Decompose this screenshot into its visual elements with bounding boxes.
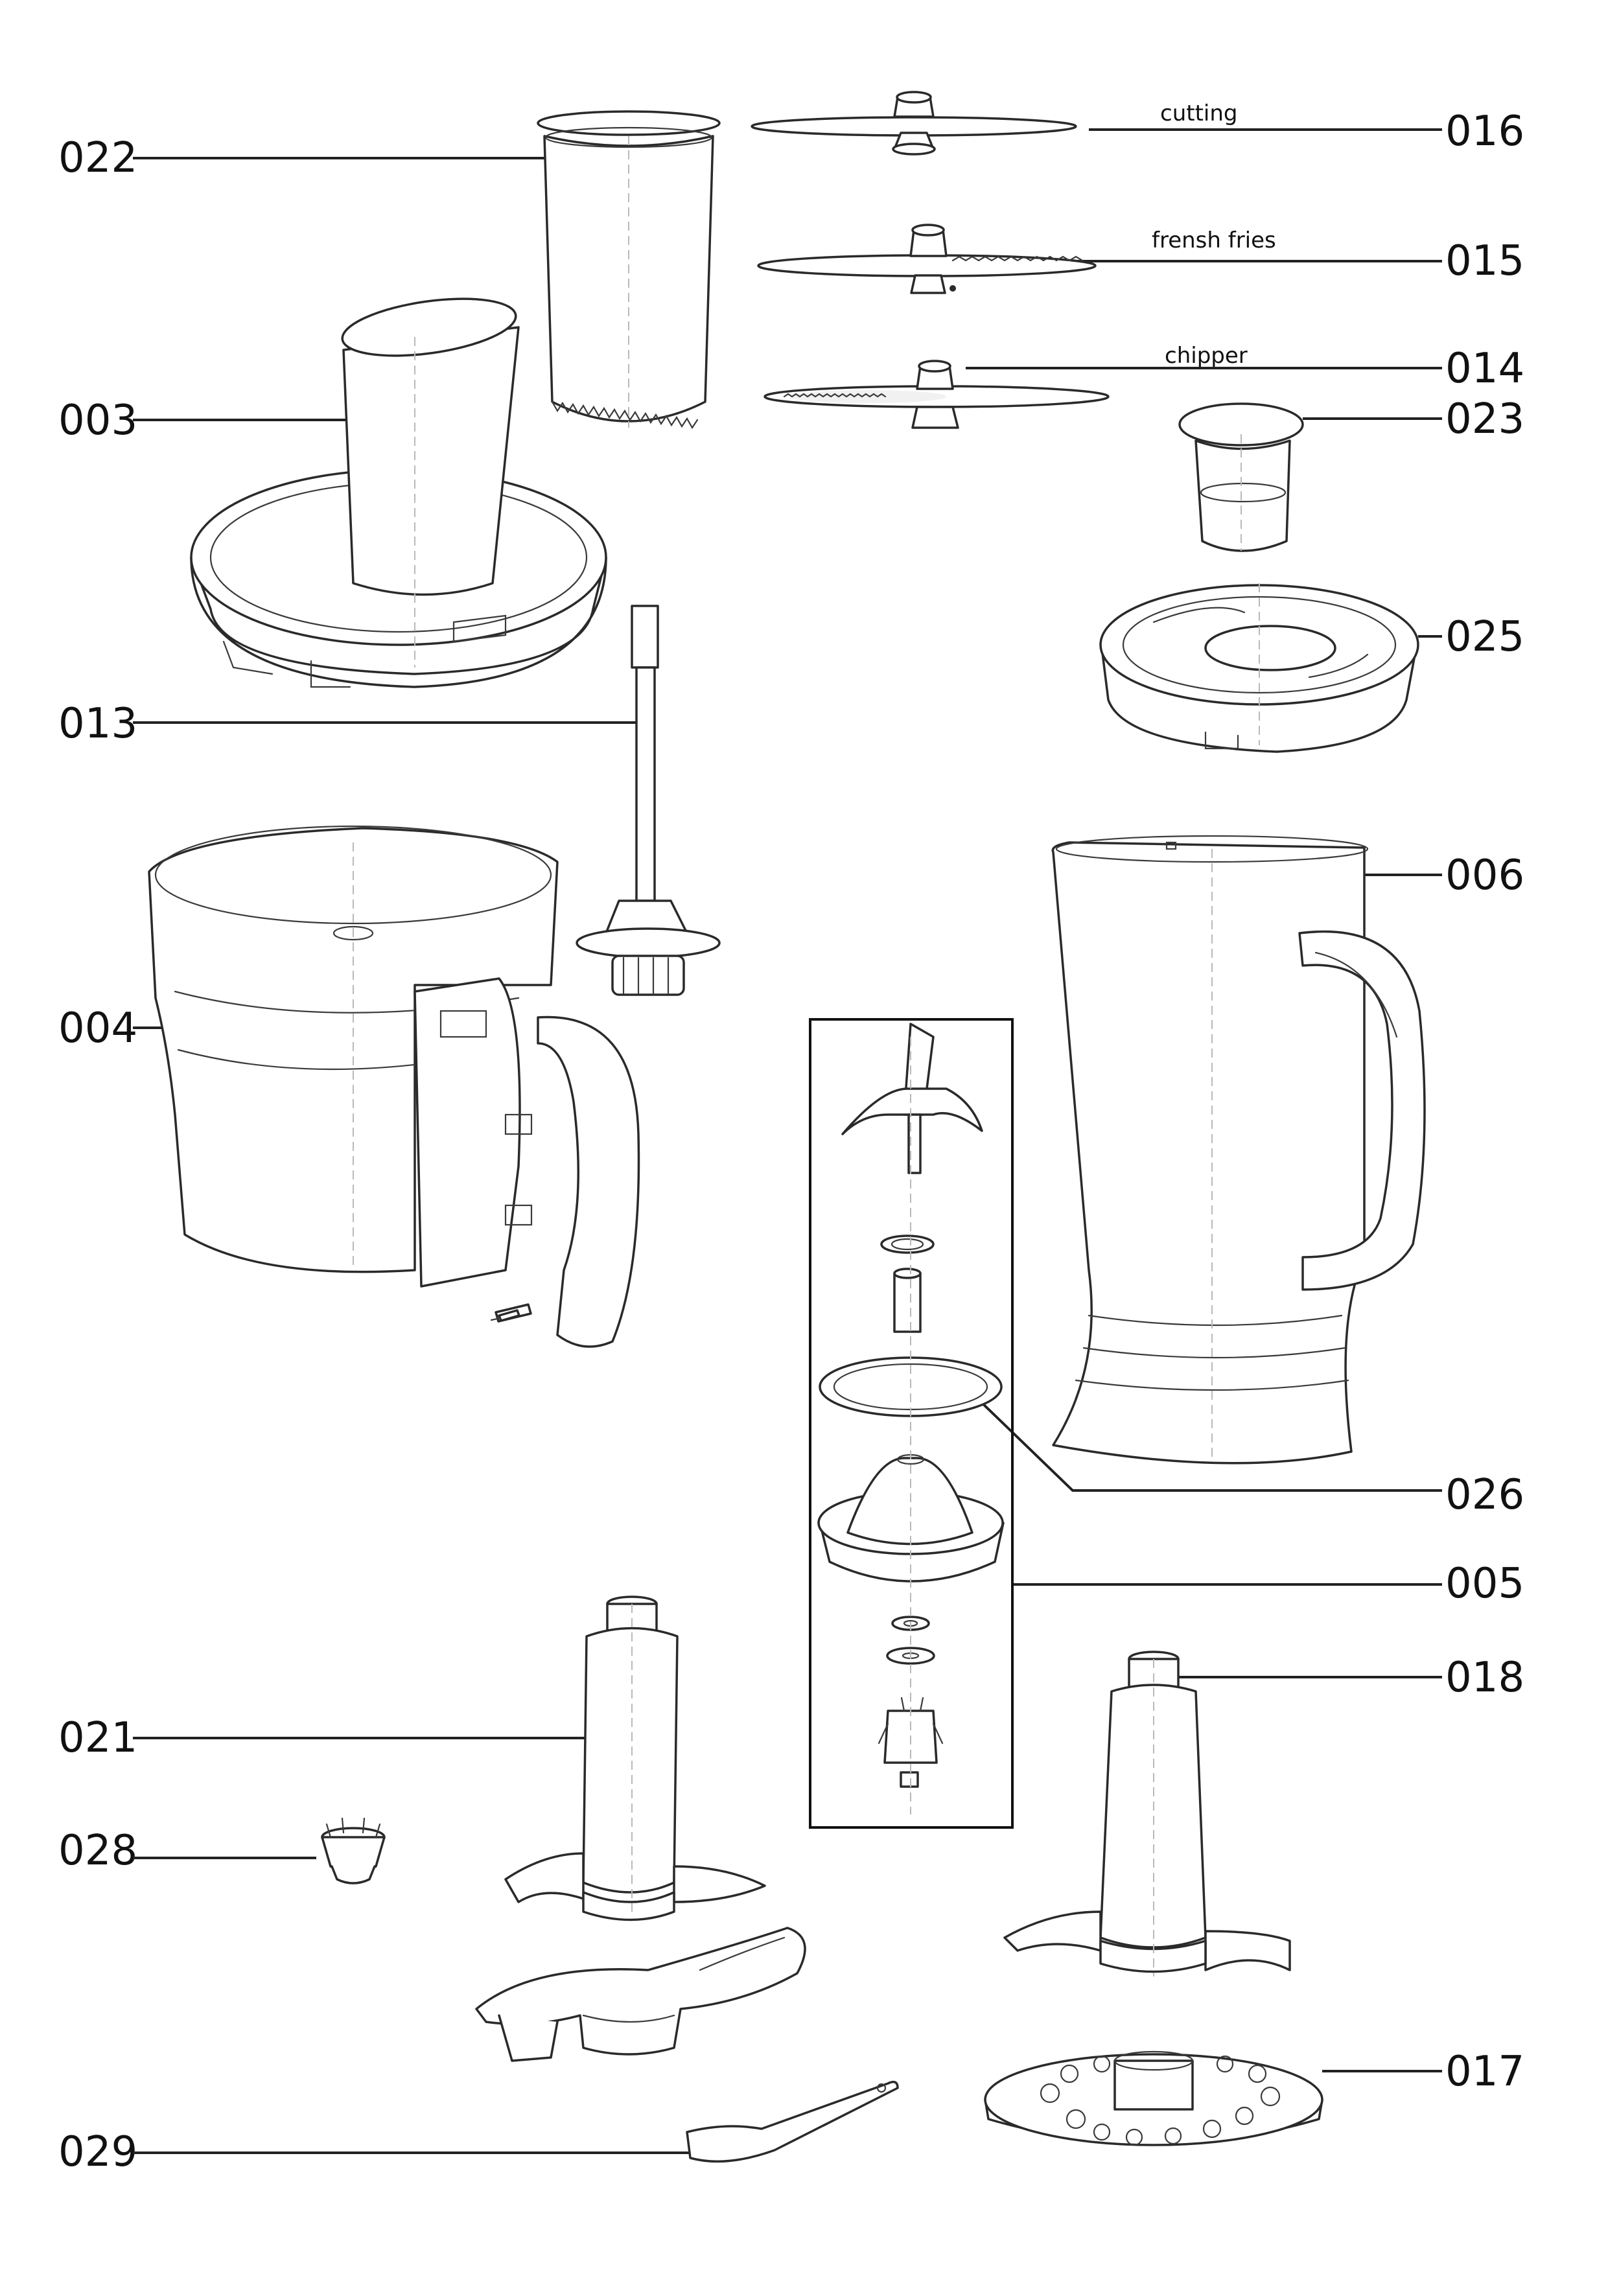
part-021-chopper-blade <box>504 1595 766 1921</box>
callout-023: 023 <box>1303 395 1524 443</box>
part-014-chipper-disc <box>763 360 1110 429</box>
callout-006: 006 <box>1364 852 1524 899</box>
label-015: 015 <box>1445 237 1524 285</box>
callout-025: 025 <box>1418 613 1524 661</box>
part-022-sieve <box>537 110 721 430</box>
label-018: 018 <box>1445 1654 1524 1702</box>
callout-004: 004 <box>58 1004 194 1052</box>
part-015-french-fries-disc <box>757 224 1097 294</box>
part-003-processor-lid <box>190 297 607 688</box>
label-016: 016 <box>1445 108 1524 156</box>
part-005-blade-assembly <box>809 1018 1014 1829</box>
label-023: 023 <box>1445 395 1524 443</box>
part-029-spatula <box>686 2080 899 2163</box>
label-014: 014 <box>1445 345 1524 393</box>
note-chipper: chipper <box>1165 343 1248 369</box>
label-013: 013 <box>58 700 137 748</box>
label-017: 017 <box>1445 2048 1524 2096</box>
part-017-emulsifying-disc <box>984 2050 1323 2146</box>
part-025-blender-lid <box>1099 583 1419 753</box>
label-028: 028 <box>58 1827 137 1875</box>
blade-assembly-frame <box>809 1018 1014 1829</box>
part-016-cutting-disc <box>751 91 1077 156</box>
label-004: 004 <box>58 1004 137 1052</box>
part-006-blender-jug <box>1051 835 1426 1465</box>
part-028-coupling <box>321 1817 386 1884</box>
part-023-measuring-cap <box>1178 402 1304 552</box>
callout-005: 005 <box>1012 1560 1524 1608</box>
part-018-chopper-blade <box>1003 1651 1291 1977</box>
callout-003: 003 <box>58 397 366 445</box>
label-025: 025 <box>1445 613 1524 661</box>
callout-017: 017 <box>1322 2048 1524 2096</box>
callout-028: 028 <box>58 1827 316 1875</box>
callout-021: 021 <box>58 1714 587 1762</box>
label-022: 022 <box>58 134 137 182</box>
note-cutting: cutting <box>1160 100 1237 126</box>
callout-026: 026 <box>977 1398 1524 1519</box>
label-003: 003 <box>58 397 137 445</box>
callout-014: chipper 014 <box>966 343 1524 393</box>
label-006: 006 <box>1445 852 1524 899</box>
part-chopper-blade-lower <box>475 1927 806 2062</box>
part-004-processor-bowl <box>148 825 640 1348</box>
callout-018: 018 <box>1163 1654 1524 1702</box>
callout-015: frensh fries 015 <box>1063 227 1524 285</box>
callout-029: 029 <box>58 2128 703 2176</box>
callout-013: 013 <box>58 700 642 748</box>
label-026: 026 <box>1445 1471 1524 1519</box>
screw-part <box>490 1309 520 1322</box>
label-021: 021 <box>58 1714 137 1762</box>
label-029: 029 <box>58 2128 137 2176</box>
callout-016: cutting 016 <box>1089 100 1524 156</box>
part-013-drive-shaft <box>576 605 721 996</box>
label-005: 005 <box>1445 1560 1524 1608</box>
callout-022: 022 <box>58 134 546 182</box>
note-frensh-fries: frensh fries <box>1152 227 1276 253</box>
